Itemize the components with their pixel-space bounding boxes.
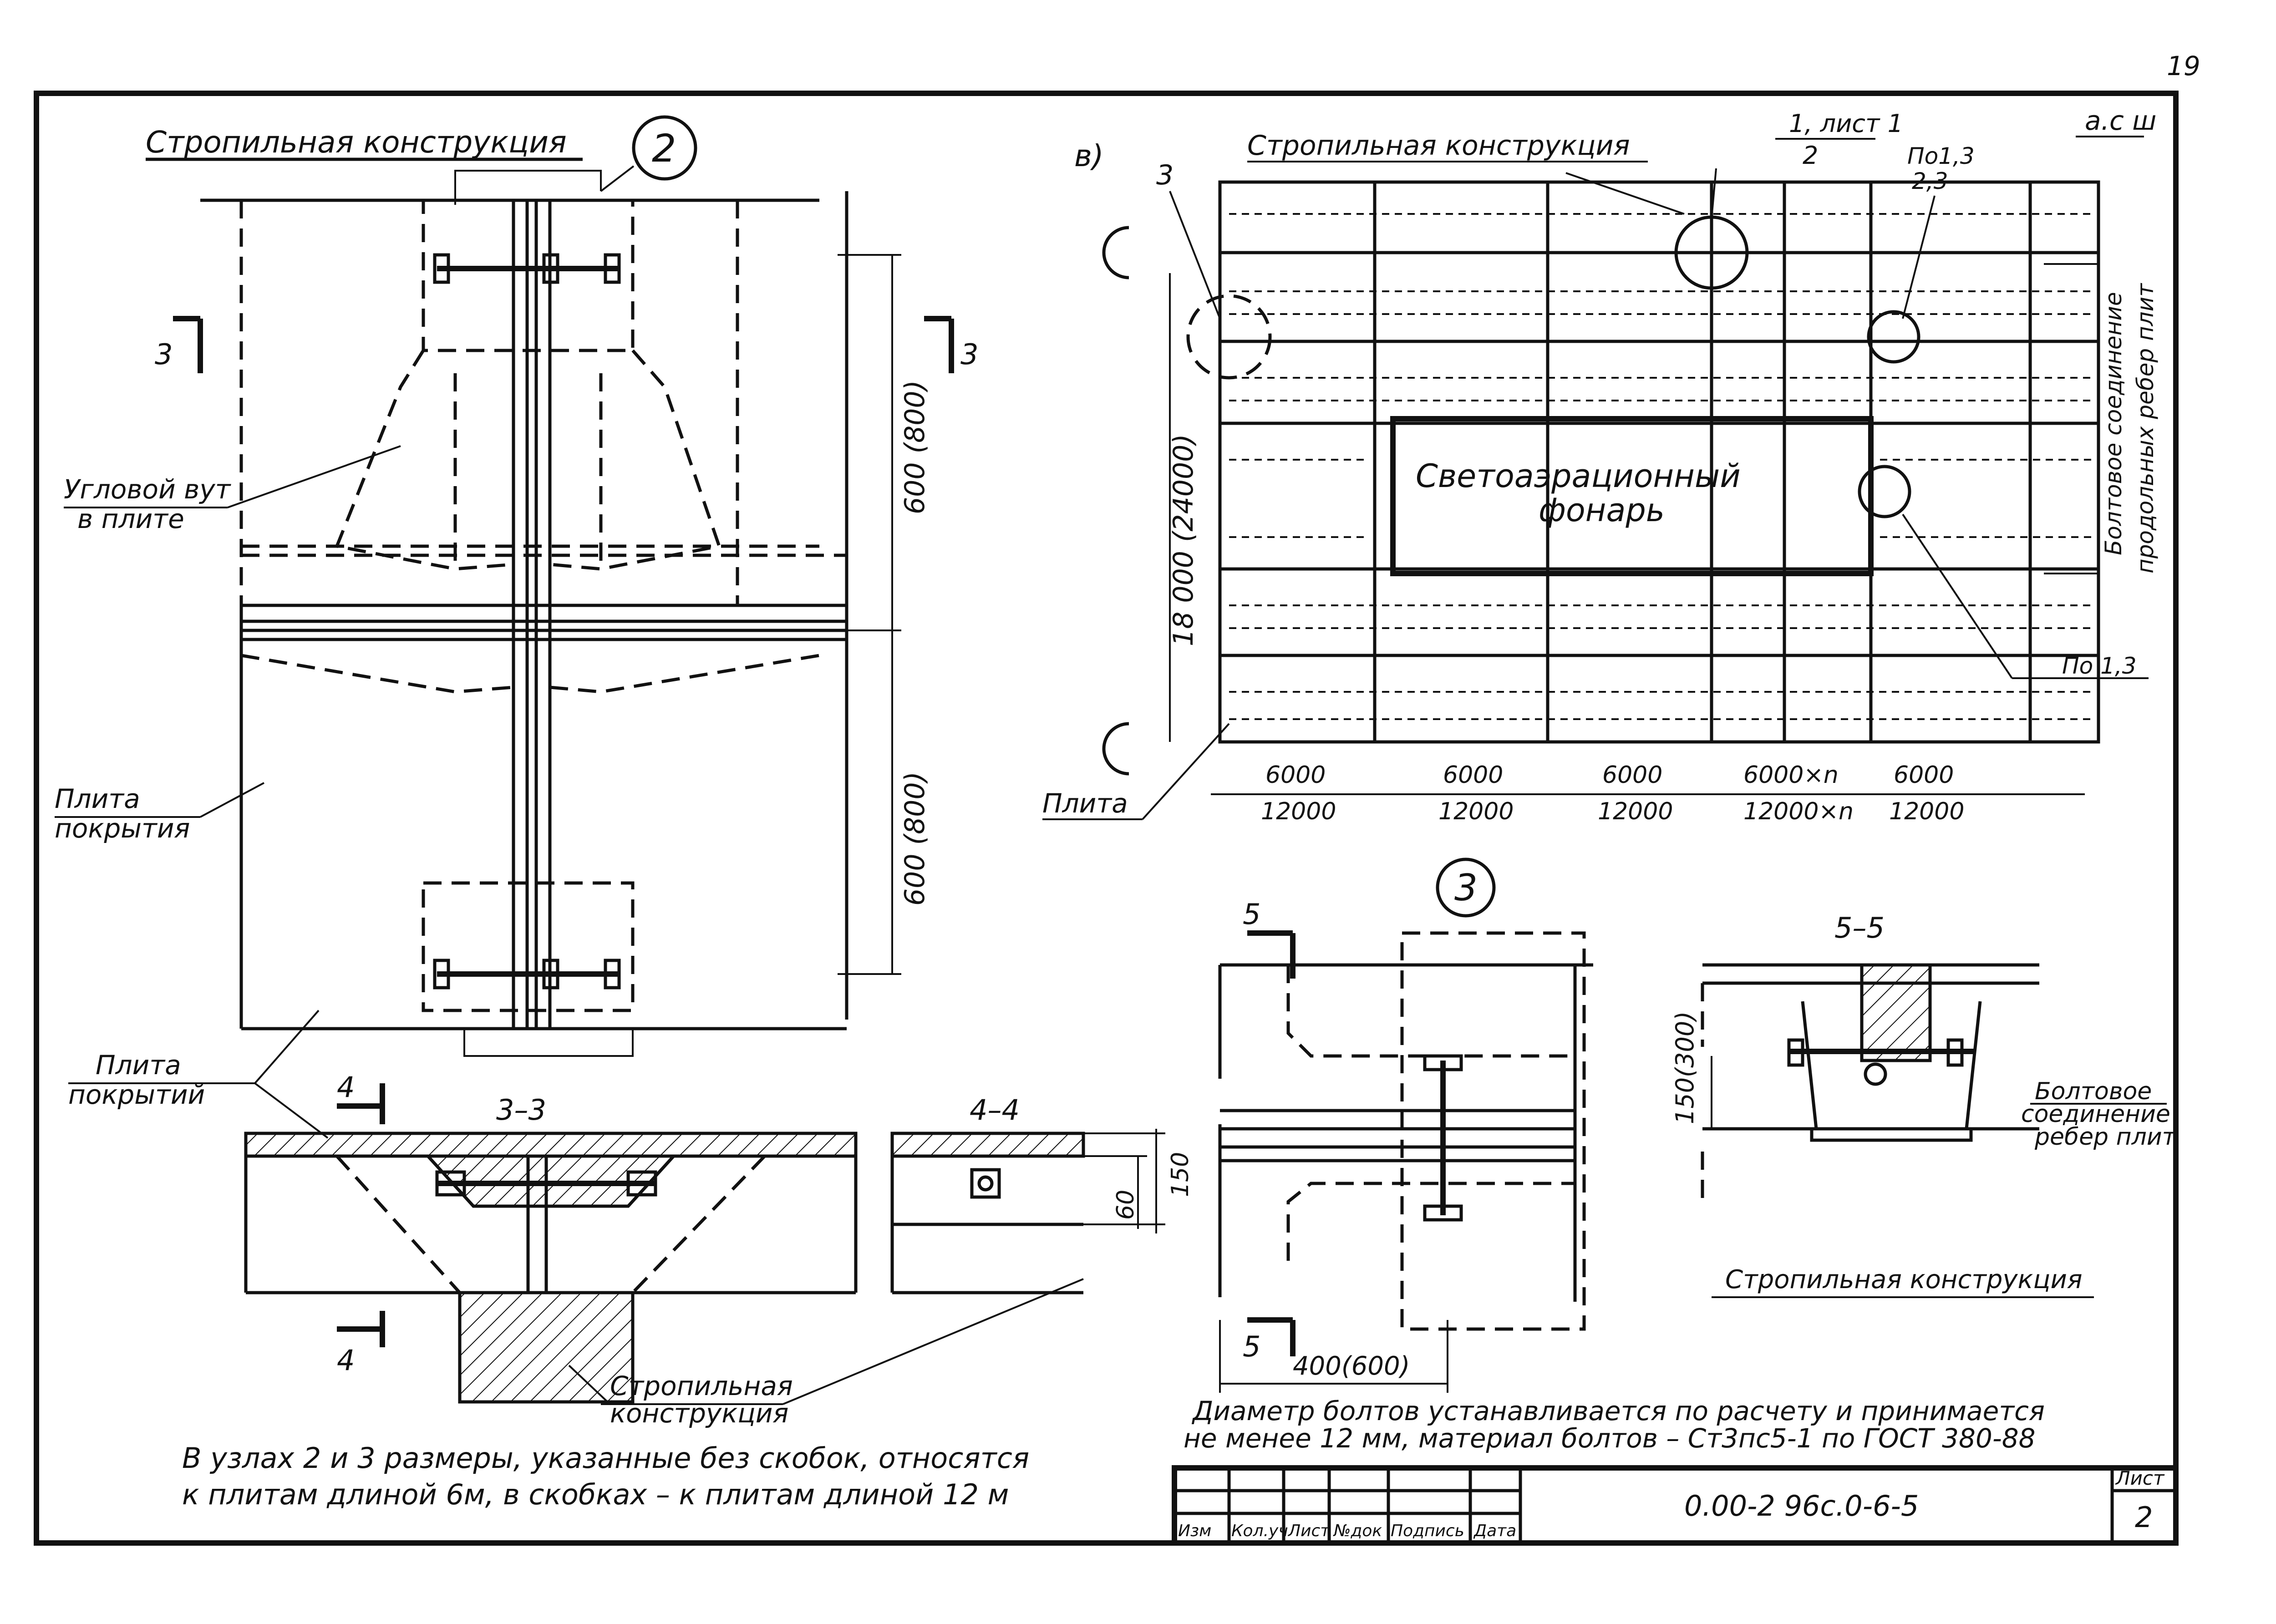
plan-span-bottom-3: 12000 (1598, 798, 1673, 825)
node-3-dim-bottom: 400(600) (1293, 1351, 1410, 1381)
plan-span-top-5: 6000 (1894, 761, 1954, 789)
plan-span-bottom-2: 12000 (1438, 798, 1514, 825)
node-3-cut-mark-top: 5 (1243, 898, 1260, 931)
plan-span-bottom-4: 12000×n (1743, 798, 1854, 825)
section-3-3-title: 3–3 (496, 1093, 546, 1127)
tb-col-podpis: Подпись (1391, 1522, 1464, 1540)
corner-haunch-label-2: в плите (77, 503, 184, 534)
tb-sheet-value: 2 (2135, 1501, 2153, 1534)
slab-label-2: покрытия (55, 813, 190, 844)
plan-callout-1: 1, лист 1 (1789, 109, 1903, 138)
lantern-label-2: фонарь (1539, 492, 1665, 529)
lantern-opening (1390, 416, 1874, 576)
section-slab-label-2: покрытий (68, 1079, 205, 1110)
plan-vertical-note-2: продольных ребер плит (2132, 283, 2159, 573)
node-2-dim-lower: 600 (800) (899, 771, 931, 906)
note-left-2: к плитам длиной 6м, в скобках – к плитам… (182, 1478, 1009, 1511)
bolt-label-3: ребер плит (2034, 1123, 2177, 1151)
plan-span-top-3: 6000 (1602, 761, 1662, 789)
plan-v: в) Стропильная конструкция а.с ш 1, лист… (1042, 105, 2159, 825)
plan-axis-label: а.с ш (2085, 105, 2156, 136)
tb-sheet-label: Лист (2115, 1467, 2165, 1489)
lantern-label-1: Светоаэрационный (1416, 457, 1741, 495)
cut-mark-3-right: 3 (960, 338, 978, 371)
section-4-4-dim-150: 150 (1167, 1152, 1194, 1197)
section-5-5: 5–5 150(300) Болтовое соединение ребер п… (1671, 911, 2177, 1298)
tb-col-izm: Изм (1178, 1522, 1211, 1540)
section-4-4-title: 4–4 (970, 1093, 1020, 1127)
section-4-4: 4–4 60 150 (890, 1093, 1194, 1294)
plan-span-bottom-5: 12000 (1889, 798, 1964, 825)
section-5-5-truss-label: Стропильная конструкция (1725, 1265, 2083, 1294)
tb-col-data: Дата (1473, 1522, 1516, 1540)
section-3-3: 3–3 4 4 Плита покрытий Стропильная конст… (68, 1010, 1084, 1429)
sheet-number: 19 (2167, 51, 2200, 81)
plan-vertical-note-1: Болтовое соединение (2100, 292, 2127, 555)
node-3-marker: 3 (1454, 867, 1478, 909)
tb-col-kol: Кол.уч (1231, 1522, 1288, 1540)
plan-callout-po13: По1,3 (1907, 143, 1975, 169)
plan-span-top-4: 6000×n (1743, 761, 1839, 789)
plan-span-bottom-1: 12000 (1261, 798, 1336, 825)
note-left-1: В узлах 2 и 3 размеры, указанные без ско… (182, 1441, 1029, 1475)
plan-callout-2: 2 (1803, 141, 1818, 170)
node-3-detail: 3 5 5 400(600) (1218, 858, 1593, 1393)
plan-callout-3: 3 (1156, 159, 1174, 191)
cut-mark-3-left: 3 (155, 338, 173, 371)
node-2-detail: Стропильная конструкция 2 (55, 115, 978, 1057)
section-5-5-title: 5–5 (1834, 911, 1885, 944)
plan-slab-label: Плита (1042, 788, 1128, 819)
note-right-1: Диаметр болтов устанавливается по расчет… (1191, 1396, 2045, 1426)
bolt-label-1: Болтовое (2035, 1078, 2152, 1105)
note-right-2: не менее 12 мм, материал болтов – Ст3пс5… (1184, 1423, 2036, 1454)
plan-title: Стропильная конструкция (1247, 130, 1630, 162)
truss-label-2: конструкция (610, 1398, 788, 1429)
tb-col-ndok: №док (1333, 1522, 1382, 1540)
node-2-title: Стропильная конструкция (146, 125, 567, 160)
slab-label-1: Плита (55, 783, 140, 814)
cut-mark-4-bottom: 4 (337, 1344, 355, 1377)
node-2-dim-upper: 600 (800) (899, 380, 931, 514)
plan-marker: в) (1074, 138, 1104, 173)
title-block: Изм Кол.уч Лист №док Подпись Дата 0.00-2… (1172, 1465, 2179, 1546)
plan-dim-height: 18 000 (24000) (1168, 434, 1199, 646)
plan-span-top-1: 6000 (1265, 761, 1326, 789)
corner-haunch-label-1: Угловой вут (64, 474, 232, 505)
section-4-4-dim-60: 60 (1112, 1190, 1139, 1220)
node-3-cut-mark-bottom: 5 (1243, 1330, 1260, 1363)
node-2-marker: 2 (652, 126, 676, 171)
node-3-marker-circle (1436, 858, 1496, 918)
cut-mark-4-top: 4 (337, 1071, 355, 1104)
node-2-marker-circle (632, 115, 697, 181)
plan-span-top-2: 6000 (1443, 761, 1503, 789)
tb-col-list: Лист (1287, 1522, 1330, 1540)
section-slab-label-1: Плита (96, 1050, 181, 1081)
section-5-5-dim: 150(300) (1671, 1011, 1699, 1124)
drawing-frame (34, 91, 2179, 1546)
truss-label-1: Стропильная (610, 1370, 793, 1401)
bolt-label-2: соединение (2021, 1101, 2170, 1128)
tb-code: 0.00-2 96с.0-6-5 (1684, 1489, 1919, 1522)
